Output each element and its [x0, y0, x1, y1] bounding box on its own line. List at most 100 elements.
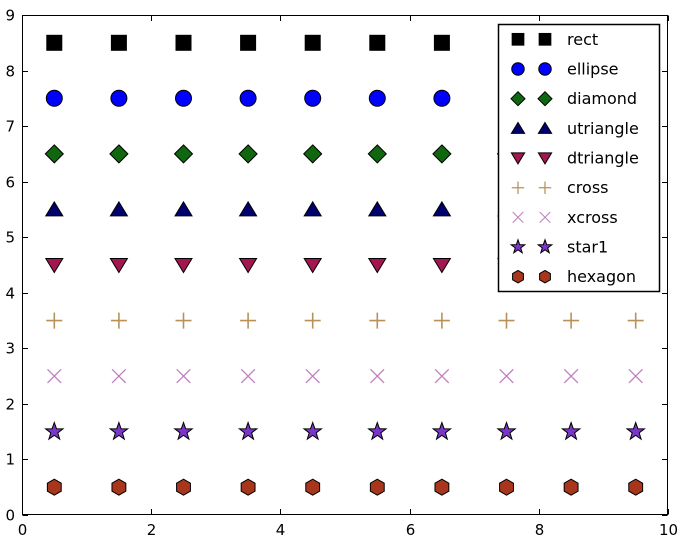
y-tick-label: 8 [5, 63, 15, 81]
rect-marker-shape [511, 32, 525, 46]
marker-xcross [111, 368, 127, 384]
ellipse-marker-shape [239, 89, 257, 107]
marker-dtriangle [44, 258, 64, 274]
cross-marker-shape [433, 312, 450, 329]
rect-marker-shape [46, 34, 63, 51]
cross-marker-shape [538, 181, 552, 194]
legend-marker-cross [511, 181, 525, 194]
marker-cross [304, 312, 321, 329]
y-tick-label: 2 [5, 396, 15, 414]
y-tick-label: 0 [5, 507, 15, 525]
dtriangle-marker-shape [238, 258, 258, 274]
ellipse-marker-shape [538, 62, 552, 76]
series-cross [46, 312, 644, 329]
legend-label-xcross: xcross [567, 208, 618, 227]
marker-rect [304, 34, 321, 51]
series-hexagon [46, 478, 644, 496]
legend-entry-xcross: xcross [512, 208, 618, 227]
marker-hexagon [46, 478, 62, 496]
marker-star1 [367, 420, 388, 441]
xcross-marker-shape [563, 368, 579, 384]
marker-ellipse [304, 89, 322, 107]
diamond-marker-shape [432, 144, 452, 164]
legend-marker-dtriangle [510, 152, 526, 165]
legend-label-diamond: diamond [567, 89, 637, 108]
marker-hexagon [628, 478, 644, 496]
series-star1 [44, 420, 646, 441]
marker-xcross [499, 368, 514, 384]
legend-marker-rect [538, 32, 552, 46]
rect-marker-shape [304, 34, 321, 51]
dtriangle-marker-shape [510, 152, 526, 165]
marker-utriangle [238, 200, 258, 217]
marker-dtriangle [367, 258, 387, 274]
star1-marker-shape [173, 420, 194, 441]
legend-marker-ellipse [538, 62, 552, 76]
star1-marker-shape [44, 420, 65, 441]
dtriangle-marker-shape [109, 258, 129, 274]
xcross-marker-shape [370, 368, 385, 384]
hexagon-marker-shape [305, 478, 321, 496]
marker-dtriangle [432, 258, 452, 274]
rect-marker-shape [175, 34, 192, 51]
dtriangle-marker-shape [537, 152, 553, 165]
x-tick-label: 6 [406, 521, 416, 539]
hexagon-marker-shape [369, 478, 385, 496]
star1-marker-shape [431, 420, 453, 441]
marker-utriangle [174, 200, 193, 217]
marker-hexagon [305, 478, 321, 496]
marker-cross [175, 312, 192, 329]
utriangle-marker-shape [238, 200, 258, 217]
xcross-marker-shape [305, 368, 320, 384]
cross-marker-shape [175, 312, 192, 329]
utriangle-marker-shape [537, 121, 553, 134]
legend-label-dtriangle: dtriangle [567, 149, 639, 168]
marker-utriangle [109, 200, 129, 217]
xcross-marker-shape [539, 211, 551, 223]
cross-marker-shape [240, 312, 257, 329]
hexagon-marker-shape [628, 478, 644, 496]
utriangle-marker-shape [174, 200, 193, 217]
marker-star1 [108, 420, 130, 441]
marker-rect [433, 34, 450, 51]
utriangle-marker-shape [109, 200, 129, 217]
marker-xcross [305, 368, 320, 384]
marker-cross [498, 312, 515, 329]
marker-diamond [173, 144, 194, 164]
marker-rect [110, 34, 127, 51]
marker-ellipse [110, 89, 128, 107]
ellipse-marker-shape [304, 89, 322, 107]
marker-hexagon [563, 478, 579, 496]
xcross-marker-shape [512, 211, 524, 223]
marker-diamond [238, 144, 258, 164]
legend-marker-xcross [539, 211, 551, 223]
ellipse-marker-shape [110, 89, 128, 107]
marker-hexagon [111, 478, 127, 496]
legend-marker-star1 [509, 238, 527, 255]
legend-marker-xcross [512, 211, 524, 223]
hexagon-marker-shape [176, 478, 191, 496]
star1-marker-shape [367, 420, 388, 441]
marker-diamond [302, 144, 323, 164]
star1-marker-shape [625, 420, 646, 441]
utriangle-marker-shape [510, 121, 526, 134]
xcross-marker-shape [47, 368, 62, 384]
xcross-marker-shape [111, 368, 127, 384]
marker-star1 [625, 420, 646, 441]
rect-marker-shape [369, 34, 386, 51]
marker-xcross [240, 368, 256, 384]
legend-entry-diamond: diamond [510, 89, 637, 108]
dtriangle-marker-shape [303, 258, 323, 274]
xcross-marker-shape [499, 368, 514, 384]
marker-diamond [432, 144, 452, 164]
legend-label-star1: star1 [567, 238, 608, 257]
ellipse-marker-shape [511, 62, 525, 76]
marker-cross [110, 312, 127, 329]
marker-utriangle [367, 200, 387, 217]
marker-xcross [370, 368, 385, 384]
cross-marker-shape [511, 181, 525, 194]
legend-marker-rect [511, 32, 525, 46]
marker-xcross [47, 368, 62, 384]
marker-diamond [44, 144, 65, 164]
dtriangle-marker-shape [432, 258, 452, 274]
